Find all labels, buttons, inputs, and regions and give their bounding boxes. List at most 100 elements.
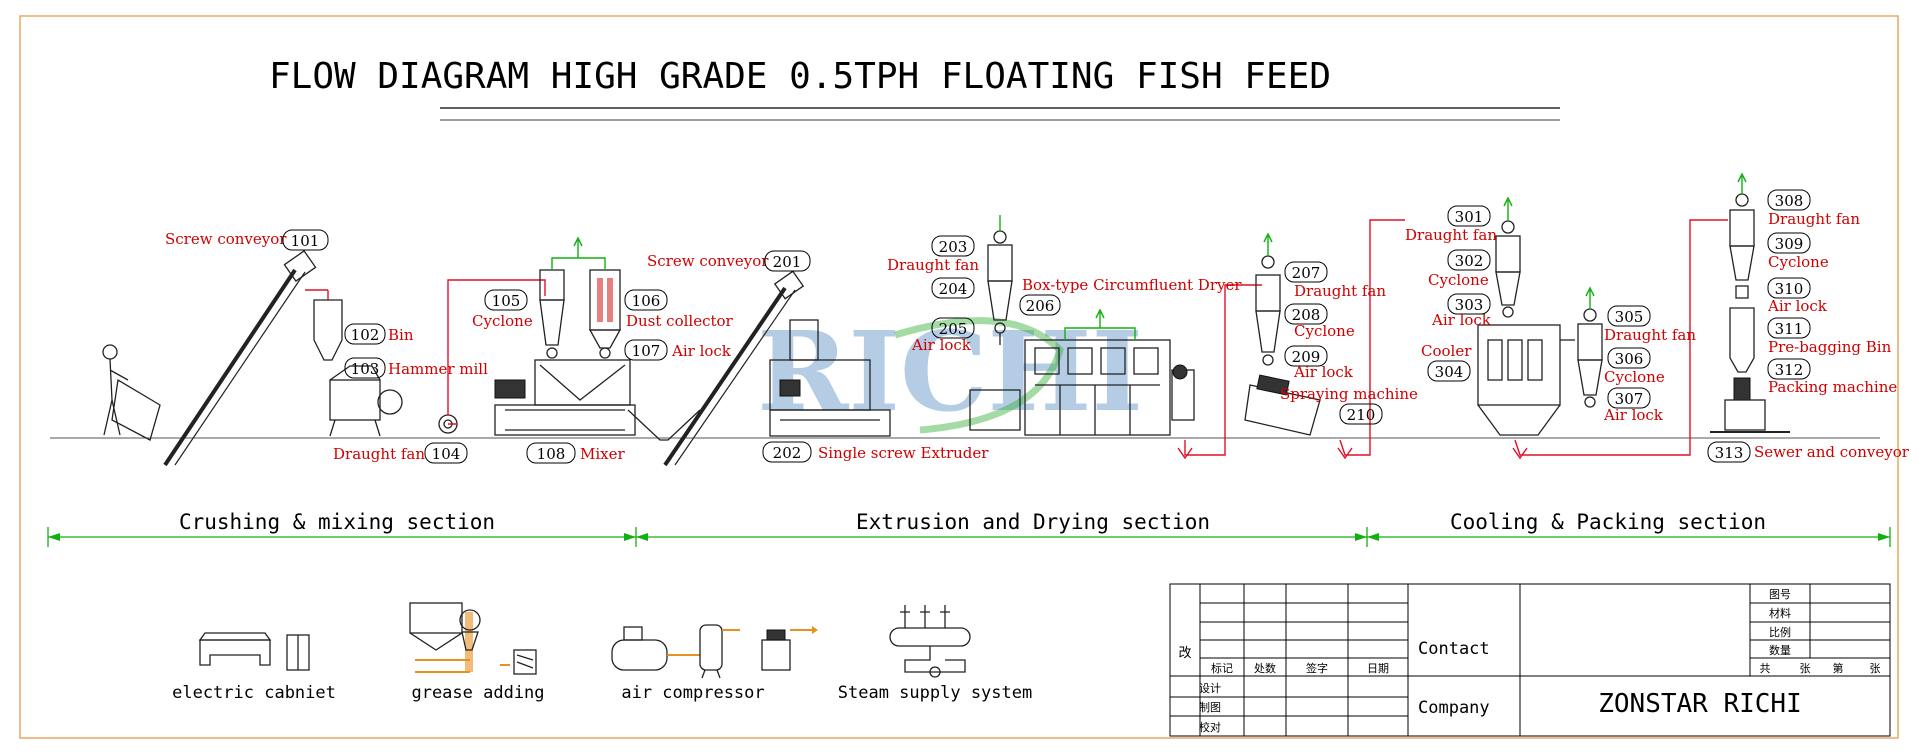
svg-text:Cyclone: Cyclone bbox=[1604, 368, 1665, 386]
cyclone-306 bbox=[1577, 323, 1603, 408]
label-210: Spraying machine 210 bbox=[1280, 385, 1418, 425]
svg-text:312: 312 bbox=[1775, 361, 1804, 379]
spraying-machine-210 bbox=[1244, 374, 1321, 436]
svg-text:日期: 日期 bbox=[1367, 662, 1389, 675]
svg-text:grease adding: grease adding bbox=[411, 683, 544, 703]
exhaust-arrow-5 bbox=[1585, 286, 1595, 297]
svg-text:Screw conveyor: Screw conveyor bbox=[165, 230, 287, 248]
label-305: 305 Draught fan bbox=[1604, 305, 1696, 344]
cooler-304 bbox=[1477, 324, 1561, 436]
watermark-swoosh bbox=[893, 317, 1064, 434]
svg-text:207: 207 bbox=[1292, 264, 1321, 282]
svg-text:Box-type Circumfluent Dryer: Box-type Circumfluent Dryer bbox=[1022, 276, 1242, 294]
svg-text:308: 308 bbox=[1775, 192, 1804, 210]
diagram-title: FLOW DIAGRAM HIGH GRADE 0.5TPH FLOATING … bbox=[269, 56, 1331, 97]
svg-text:105: 105 bbox=[492, 292, 521, 310]
svg-text:制图: 制图 bbox=[1199, 701, 1221, 714]
mixer-discharge bbox=[627, 409, 701, 441]
dust-collector-106 bbox=[588, 269, 622, 359]
section-cooling-packing: Cooling & Packing section bbox=[1450, 510, 1766, 534]
label-203: 203 Draught fan bbox=[887, 235, 979, 274]
svg-text:103: 103 bbox=[351, 360, 380, 378]
cyclone-105 bbox=[539, 269, 565, 359]
svg-text:306: 306 bbox=[1615, 350, 1644, 368]
svg-text:309: 309 bbox=[1775, 235, 1804, 253]
section-extrusion-drying: Extrusion and Drying section bbox=[856, 510, 1210, 534]
svg-text:304: 304 bbox=[1435, 363, 1464, 381]
exhaust-arrow-1 bbox=[573, 236, 583, 247]
draught-fan-207 bbox=[1261, 255, 1275, 269]
svg-text:Mixer: Mixer bbox=[580, 445, 625, 463]
exhaust-line-105-106 bbox=[551, 240, 606, 270]
pipe-fan-cyclone bbox=[447, 279, 546, 425]
svg-text:Cyclone: Cyclone bbox=[472, 312, 533, 330]
aux-steam-supply-system: Steam supply system bbox=[838, 605, 1032, 703]
svg-text:Steam supply system: Steam supply system bbox=[838, 683, 1032, 703]
svg-text:Air lock: Air lock bbox=[671, 342, 732, 360]
svg-text:202: 202 bbox=[773, 444, 802, 462]
label-206: 206 Box-type Circumfluent Dryer bbox=[1019, 276, 1242, 316]
section-crushing-mixing: Crushing & mixing section bbox=[179, 510, 495, 534]
bin-102 bbox=[313, 299, 343, 361]
exhaust-line-206 bbox=[1064, 312, 1136, 340]
svg-text:Cyclone: Cyclone bbox=[1294, 322, 1355, 340]
worker-figure bbox=[102, 344, 129, 436]
aux-grease-adding: grease adding bbox=[409, 602, 545, 703]
pipe-dryer-cyclone bbox=[1184, 284, 1262, 456]
contact-label: Contact bbox=[1418, 639, 1490, 659]
exhaust-arrow-6 bbox=[1737, 172, 1747, 183]
svg-text:Hammer mill: Hammer mill bbox=[388, 360, 488, 378]
svg-text:张: 张 bbox=[1870, 662, 1881, 675]
svg-text:数量: 数量 bbox=[1769, 644, 1791, 657]
svg-text:处数: 处数 bbox=[1254, 662, 1276, 675]
company-label: Company bbox=[1418, 698, 1490, 718]
pipe-spray-cooler bbox=[1339, 219, 1405, 456]
exhaust-arrow-3 bbox=[1263, 232, 1273, 243]
svg-text:图号: 图号 bbox=[1769, 588, 1791, 601]
svg-text:Draught fan: Draught fan bbox=[887, 256, 979, 274]
svg-text:Air lock: Air lock bbox=[1293, 363, 1354, 381]
label-306: 306 Cyclone bbox=[1604, 347, 1665, 386]
cyclone-302 bbox=[1495, 235, 1521, 318]
svg-text:106: 106 bbox=[632, 292, 661, 310]
svg-text:206: 206 bbox=[1026, 297, 1055, 315]
svg-text:第: 第 bbox=[1833, 661, 1844, 675]
svg-text:201: 201 bbox=[773, 253, 802, 271]
label-312: 312 Packing machine bbox=[1767, 358, 1897, 396]
svg-text:Dust collector: Dust collector bbox=[626, 312, 734, 330]
aux-electric-cabinet: electric cabniet bbox=[172, 632, 336, 703]
svg-text:张: 张 bbox=[1800, 662, 1811, 675]
pipe-cooler-packing bbox=[1514, 219, 1728, 456]
section-bar: Crushing & mixing section Extrusion and … bbox=[47, 510, 1891, 547]
label-309: 309 Cyclone bbox=[1767, 232, 1829, 271]
draught-fan-305 bbox=[1583, 308, 1597, 322]
screw-conveyor-201 bbox=[663, 270, 805, 467]
label-106: 106 Dust collector bbox=[624, 289, 734, 330]
label-107: 107 Air lock bbox=[624, 339, 732, 361]
svg-text:208: 208 bbox=[1292, 306, 1321, 324]
svg-text:101: 101 bbox=[291, 232, 320, 250]
mixer-108 bbox=[494, 359, 636, 436]
svg-text:209: 209 bbox=[1292, 348, 1321, 366]
label-310: 310 Air lock bbox=[1767, 277, 1828, 315]
svg-text:305: 305 bbox=[1615, 308, 1644, 326]
svg-text:Draught fan: Draught fan bbox=[1604, 326, 1696, 344]
label-102: 102 Bin bbox=[344, 323, 414, 345]
svg-text:205: 205 bbox=[939, 320, 968, 338]
svg-text:204: 204 bbox=[939, 280, 968, 298]
svg-text:Draught fan: Draught fan bbox=[1405, 226, 1497, 244]
feed-bag bbox=[111, 378, 161, 441]
svg-text:Bin: Bin bbox=[388, 326, 414, 344]
exhaust-arrow-4 bbox=[1503, 196, 1513, 207]
label-303: 303 Air lock bbox=[1431, 293, 1492, 329]
svg-text:设计: 设计 bbox=[1199, 682, 1221, 695]
label-209: 209 Air lock bbox=[1284, 345, 1354, 381]
label-304: Cooler 304 bbox=[1421, 342, 1472, 382]
label-103: 103 Hammer mill bbox=[344, 357, 488, 379]
svg-text:108: 108 bbox=[537, 445, 566, 463]
label-205: 205 Air lock bbox=[911, 317, 975, 354]
label-301: 301 Draught fan bbox=[1405, 205, 1497, 244]
svg-text:electric cabniet: electric cabniet bbox=[172, 683, 336, 703]
svg-text:Air lock: Air lock bbox=[1603, 406, 1664, 424]
screw-conveyor-101 bbox=[163, 250, 317, 467]
